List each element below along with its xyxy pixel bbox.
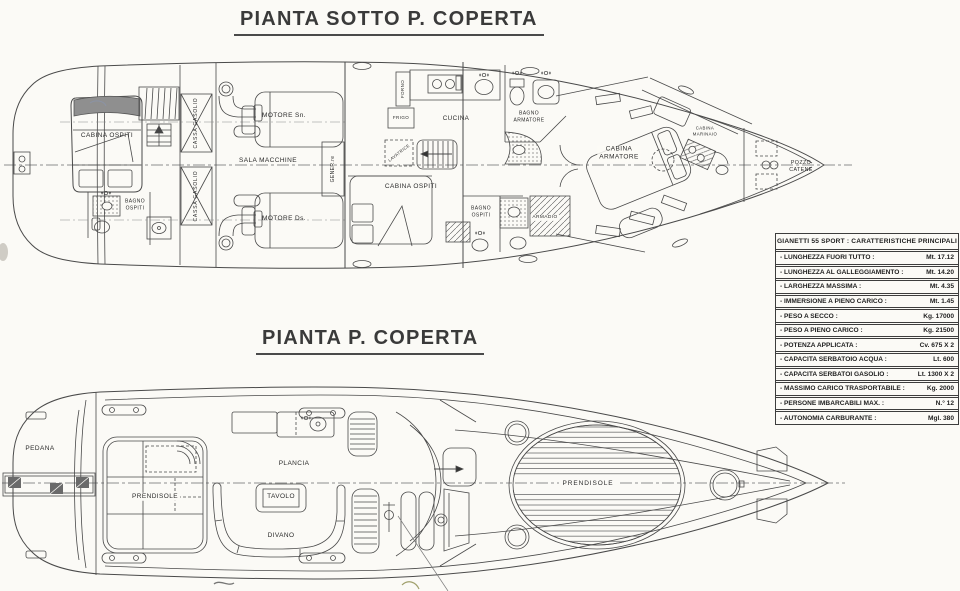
label-prendisole-bow: PRENDISOLE xyxy=(560,479,616,489)
spec-label: - PESO A SECCO : xyxy=(780,312,838,320)
label-bagno-ospiti-aft: BAGNO OSPITI xyxy=(124,198,146,212)
spec-label: - PESO A PIENO CARICO : xyxy=(780,327,863,335)
spec-row: - LARGHEZZA MASSIMA : Mt. 4.35 xyxy=(776,278,958,293)
spec-value: Mt. 14.20 xyxy=(926,268,954,276)
label-pedana: PEDANA xyxy=(25,444,55,452)
spec-row: - PESO A PIENO CARICO : Kg. 21500 xyxy=(776,321,958,337)
spec-value: Cv. 675 X 2 xyxy=(919,341,954,349)
label-cucina: CUCINA xyxy=(442,114,470,122)
spec-value: Mt. 17.12 xyxy=(926,254,954,262)
spec-value: Mgl. 380 xyxy=(927,414,954,422)
spec-label: - LARGHEZZA MASSIMA : xyxy=(780,283,862,291)
spec-label: - IMMERSIONE A PIENO CARICO : xyxy=(780,298,887,306)
spec-value: Kg. 21500 xyxy=(923,327,954,335)
label-cassa-gasolio-upper: CASSA GASOLIO xyxy=(192,97,199,149)
maindeck-plan xyxy=(2,386,845,591)
label-motore-sn: MOTORE Sn. xyxy=(262,111,306,119)
spec-row: - LUNGHEZZA AL GALLEGGIAMENTO : Mt. 14.20 xyxy=(776,263,958,279)
spec-label: - LUNGHEZZA FUORI TUTTO : xyxy=(780,254,875,262)
label-cabina-ospiti-mid: CABINA OSPITI xyxy=(384,182,438,190)
label-armadio: ARMADIO xyxy=(530,214,560,222)
spec-row: - LUNGHEZZA FUORI TUTTO : Mt. 17.12 xyxy=(776,252,958,264)
underdeck-plan xyxy=(0,61,852,269)
label-cabina-marinaio: CABINA MARINAIO xyxy=(692,125,718,136)
spec-value: N.° 12 xyxy=(935,400,954,408)
spec-row: - IMMERSIONE A PIENO CARICO : Mt. 1.45 xyxy=(776,292,958,308)
spec-row: - MASSIMO CARICO TRASPORTABILE : Kg. 2000 xyxy=(776,380,958,395)
spec-value: Kg. 2000 xyxy=(926,385,954,393)
spec-label: - MASSIMO CARICO TRASPORTABILE : xyxy=(780,385,905,393)
label-bagno-ospiti-mid: BAGNO OSPITI xyxy=(470,205,492,219)
spec-row: - PERSONE IMBARCABILI MAX. : N.° 12 xyxy=(776,394,958,410)
spec-value: Lt. 1300 X 2 xyxy=(917,370,954,378)
spec-value: Kg. 17000 xyxy=(923,312,954,320)
spec-table: GIANETTI 55 SPORT : CARATTERISTICHE PRIN… xyxy=(775,233,959,425)
label-bagno-armatore: BAGNO ARMATORE xyxy=(513,110,545,124)
label-cabina-armatore: CABINA ARMATORE xyxy=(597,145,641,163)
spec-table-header: GIANETTI 55 SPORT : CARATTERISTICHE PRIN… xyxy=(776,234,958,252)
spec-label: - AUTONOMIA CARBURANTE : xyxy=(780,414,877,422)
spec-row: - CAPACITA SERBATOIO ACQUA : Lt. 600 xyxy=(776,351,958,366)
maindeck-title: PIANTA P. COPERTA xyxy=(256,327,485,355)
spec-row: - POTENZA APPLICATA : Cv. 675 X 2 xyxy=(776,336,958,351)
label-plancia: PLANCIA xyxy=(278,459,310,467)
label-frigo: FRIGO xyxy=(392,115,410,121)
spec-value: Mt. 4.35 xyxy=(929,283,954,291)
spec-value: Lt. 600 xyxy=(933,356,954,364)
spec-label: - LUNGHEZZA AL GALLEGGIAMENTO : xyxy=(780,268,904,276)
label-pozzo-catene: POZZO CATENE xyxy=(789,160,813,173)
label-motore-ds: MOTORE Ds. xyxy=(262,214,306,222)
spec-label: - PERSONE IMBARCABILI MAX. : xyxy=(780,400,885,408)
spec-label: - CAPACITA SERBATOIO ACQUA : xyxy=(780,356,887,364)
label-divano: DIVANO xyxy=(267,531,295,539)
spec-label: - POTENZA APPLICATA : xyxy=(780,341,858,349)
label-cassa-gasolio-lower: CASSA GASOLIO xyxy=(192,170,199,222)
underdeck-title: PIANTA SOTTO P. COPERTA xyxy=(234,8,544,36)
spec-row: - CAPACITA SERBATOI GASOLIO : Lt. 1300 X … xyxy=(776,365,958,381)
label-cabina-ospiti-aft: CABINA OSPITI xyxy=(80,131,134,139)
label-generatore: GENER.re xyxy=(329,155,336,183)
spec-label: - CAPACITA SERBATOI GASOLIO : xyxy=(780,370,889,378)
spec-row: - PESO A SECCO : Kg. 17000 xyxy=(776,307,958,322)
label-forno: FORNO xyxy=(400,79,406,99)
spec-value: Mt. 1.45 xyxy=(929,298,954,306)
label-tavolo: TAVOLO xyxy=(267,492,295,500)
label-prendisole-aft: PRENDISOLE xyxy=(130,492,180,502)
spec-row: - AUTONOMIA CARBURANTE : Mgl. 380 xyxy=(776,409,958,424)
label-sala-macchine: SALA MACCHINE xyxy=(239,156,297,164)
